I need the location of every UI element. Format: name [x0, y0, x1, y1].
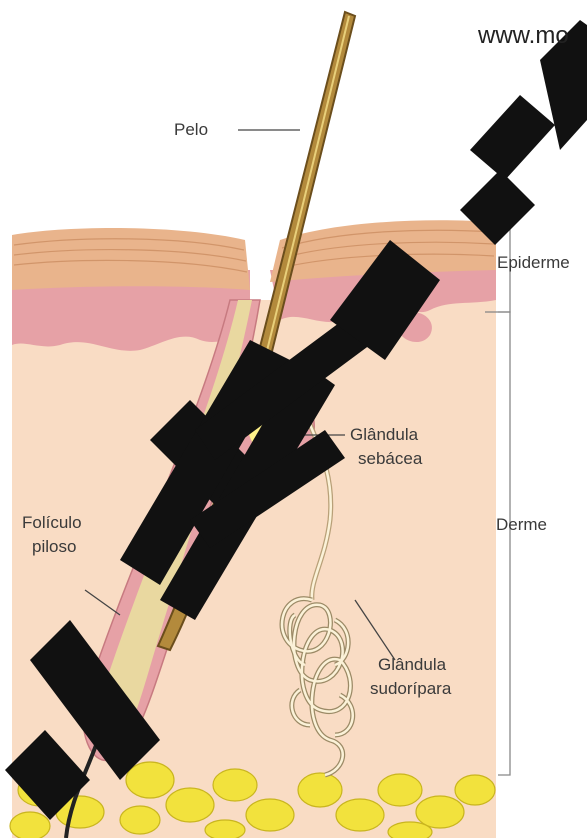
watermark-url: www.mo	[478, 22, 569, 50]
label-foliculo-2: piloso	[32, 536, 76, 558]
label-glandula-sudoripara-2: sudorípara	[370, 678, 451, 700]
label-pelo: Pelo	[174, 119, 208, 141]
label-glandula-sebacea-2: sebácea	[358, 448, 422, 470]
label-foliculo-1: Folículo	[22, 512, 82, 534]
epidermis-top-layer-left	[12, 228, 250, 290]
label-glandula-sebacea-1: Glândula	[350, 424, 418, 446]
label-epiderme: Epiderme	[497, 252, 570, 274]
label-glandula-sudoripara-1: Glândula	[378, 654, 446, 676]
label-derme: Derme	[496, 514, 547, 536]
